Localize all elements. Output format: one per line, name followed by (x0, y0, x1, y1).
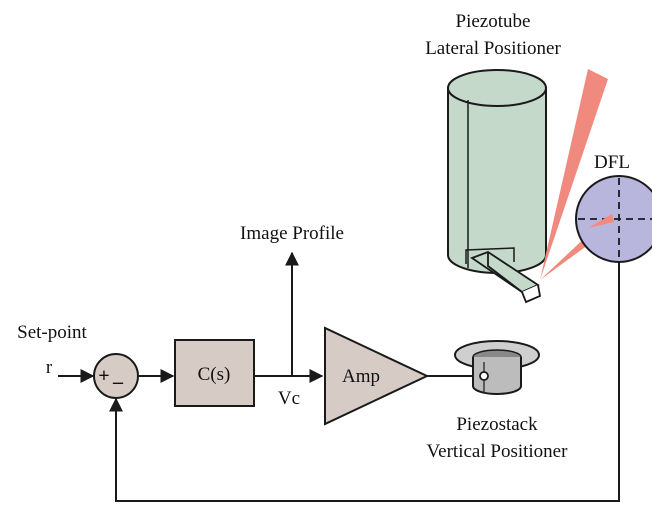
dfl-label: DFL (594, 152, 630, 173)
amplifier: Amp (324, 326, 430, 426)
piezotube-label-line2: Lateral Positioner (425, 38, 561, 59)
controller-block: C(s) (174, 339, 255, 407)
summing-junction: + – (93, 353, 139, 399)
controller-label: C(s) (198, 364, 231, 385)
piezotube-lateral-positioner (447, 69, 547, 274)
image-profile-label: Image Profile (240, 223, 344, 244)
piezostack-vertical-positioner (454, 340, 540, 395)
signal-lines (58, 251, 620, 502)
r-label: r (46, 357, 53, 378)
piezostack-label-line1: Piezostack (456, 414, 538, 435)
laser-incident-beam (540, 69, 608, 280)
amp-label: Amp (342, 366, 380, 387)
feedback-path (109, 262, 620, 502)
set-point-label: Set-point (17, 322, 87, 343)
piezotube-label-line1: Piezotube (456, 11, 531, 32)
sum-minus-sign: – (112, 371, 124, 393)
sum-plus-sign: + (98, 365, 109, 387)
cantilever (470, 250, 542, 304)
vc-label: Vc (278, 388, 300, 409)
dfl-detector (575, 175, 652, 263)
piezostack-label-line2: Vertical Positioner (427, 441, 569, 462)
